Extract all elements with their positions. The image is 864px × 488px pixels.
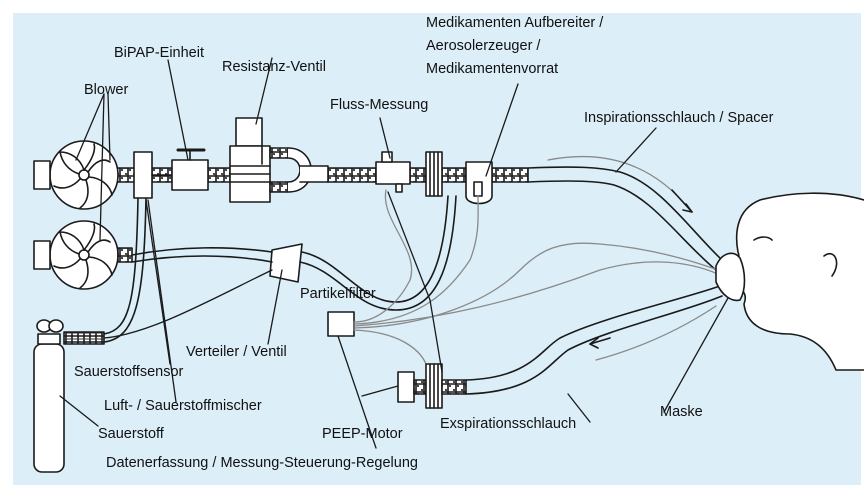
- label-verteiler: Verteiler / Ventil: [186, 344, 287, 360]
- resistance-valve: [229, 117, 329, 203]
- oxygen-mixer: [133, 151, 173, 199]
- label-blower: Blower: [84, 82, 129, 98]
- label-medikamenten-1: Medikamenten Aufbereiter /: [426, 15, 604, 31]
- blower-upper: [33, 140, 119, 210]
- label-sauerstoff: Sauerstoff: [98, 426, 164, 442]
- label-resistanz: Resistanz-Ventil: [222, 59, 326, 75]
- oxygen-cylinder: [33, 319, 105, 473]
- particle-filter-insp: [425, 151, 443, 197]
- peep-assembly: [397, 363, 467, 409]
- blower-lower: [33, 220, 133, 290]
- flow-sensor: [375, 151, 411, 193]
- expiration-hose: [465, 285, 723, 395]
- label-medikamenten-2: Aerosolerzeuger /: [426, 38, 541, 54]
- leader-lines: [59, 57, 729, 449]
- label-fluss: Fluss-Messung: [330, 97, 429, 113]
- label-medikamenten-3: Medikamentenvorrat: [426, 61, 559, 77]
- distributor-valve: [103, 195, 457, 339]
- bipap-unit: [171, 148, 209, 191]
- label-bipap: BiPAP-Einheit: [114, 45, 204, 61]
- label-daten: Datenerfassung / Messung-Steuerung-Regel…: [106, 455, 418, 471]
- label-sauerstoffsensor: Sauerstoffsensor: [74, 364, 184, 380]
- label-maske: Maske: [660, 404, 703, 420]
- label-exspiration: Exspirationsschlauch: [440, 416, 577, 432]
- label-partikelfilter: Partikelfilter: [300, 286, 376, 302]
- signal-lines: [353, 189, 719, 365]
- label-mischer: Luft- / Sauerstoffmischer: [104, 398, 262, 414]
- inspiration-hose: [527, 155, 725, 271]
- label-inspiration: Inspirationsschlauch / Spacer: [584, 110, 774, 126]
- data-unit: [327, 311, 355, 337]
- oxygen-hose: [103, 197, 147, 343]
- label-peep: PEEP-Motor: [322, 426, 403, 442]
- patient-head: [734, 192, 864, 371]
- mask: [715, 252, 746, 302]
